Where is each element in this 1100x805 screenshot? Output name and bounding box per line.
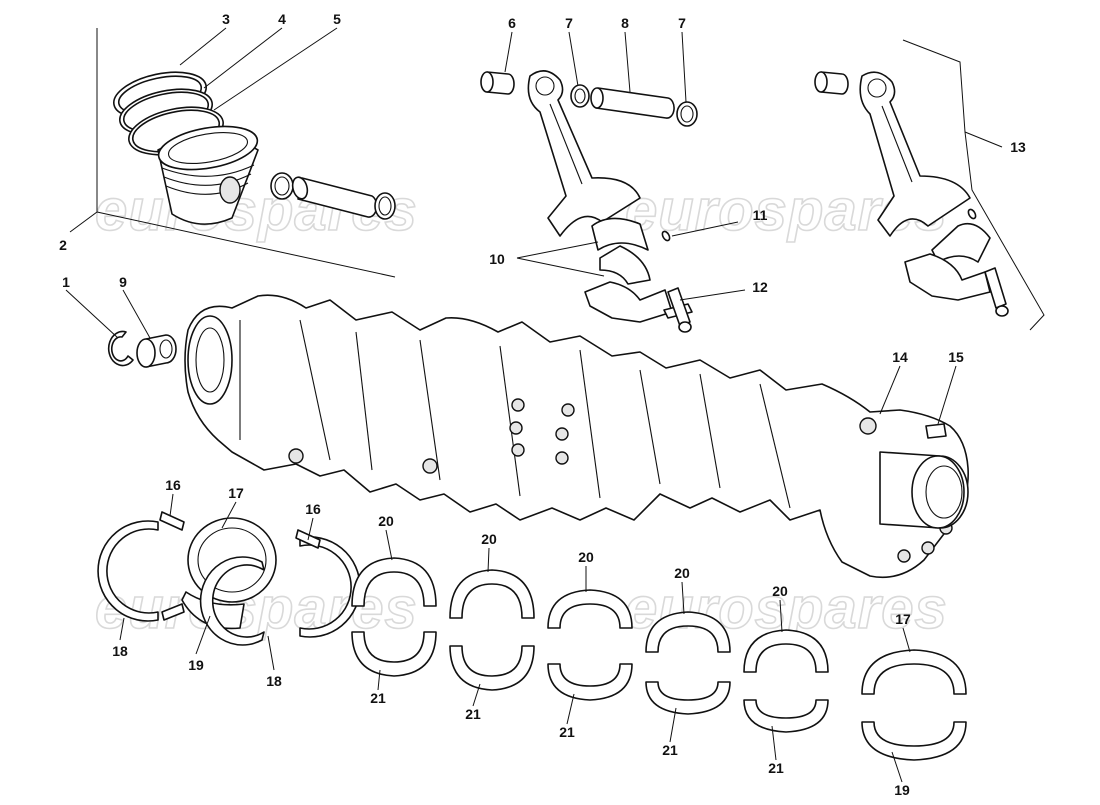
thrust-washers-and-shells xyxy=(97,511,361,646)
callout-14: 14 xyxy=(892,349,908,365)
callout-6: 6 xyxy=(508,15,516,31)
bearing-shell-pair xyxy=(547,589,633,701)
callout-21: 21 xyxy=(559,724,575,740)
bearing-shell-pair-end xyxy=(861,649,967,761)
piston xyxy=(157,125,259,225)
callout-20: 20 xyxy=(481,531,497,547)
bearing-shell-pair xyxy=(351,557,437,677)
callout-15: 15 xyxy=(948,349,964,365)
callout-20: 20 xyxy=(378,513,394,529)
bearing-shell-pair xyxy=(645,611,731,715)
callout-18: 18 xyxy=(266,673,282,689)
connecting-rod-left xyxy=(527,70,693,333)
callout-7: 7 xyxy=(565,15,573,31)
callout-7: 7 xyxy=(678,15,686,31)
callout-12: 12 xyxy=(752,279,768,295)
callout-17: 17 xyxy=(895,611,911,627)
callout-19: 19 xyxy=(894,782,910,798)
callout-labels: 1 2 3 4 5 6 7 8 7 9 10 11 12 13 14 15 16… xyxy=(59,11,1026,798)
callout-21: 21 xyxy=(465,706,481,722)
circlip-and-bearing xyxy=(107,330,177,368)
callout-8: 8 xyxy=(621,15,629,31)
callout-20: 20 xyxy=(578,549,594,565)
piston-pin-assembly xyxy=(270,172,396,220)
callout-18: 18 xyxy=(112,643,128,659)
callout-16: 16 xyxy=(305,501,321,517)
callout-11: 11 xyxy=(753,207,768,223)
bracket-lines xyxy=(69,28,1045,331)
callout-2: 2 xyxy=(59,237,67,253)
callout-4: 4 xyxy=(278,11,286,27)
leader-lines xyxy=(65,27,957,783)
bearing-shell-pair xyxy=(449,569,535,691)
conrod-small-parts xyxy=(480,71,849,127)
callout-19: 19 xyxy=(188,657,204,673)
callout-21: 21 xyxy=(370,690,386,706)
callout-13: 13 xyxy=(1010,139,1026,155)
callout-21: 21 xyxy=(768,760,784,776)
connecting-rod-right xyxy=(859,71,1009,317)
callout-10: 10 xyxy=(489,251,505,267)
bearing-shell-pair xyxy=(743,629,829,733)
crankshaft xyxy=(184,294,969,579)
callout-20: 20 xyxy=(772,583,788,599)
callout-16: 16 xyxy=(165,477,181,493)
callout-3: 3 xyxy=(222,11,230,27)
callout-17: 17 xyxy=(228,485,244,501)
callout-9: 9 xyxy=(119,274,127,290)
callout-20: 20 xyxy=(674,565,690,581)
callout-5: 5 xyxy=(333,11,341,27)
callout-1: 1 xyxy=(62,274,70,290)
main-bearing-shells xyxy=(351,557,967,761)
callout-21: 21 xyxy=(662,742,678,758)
